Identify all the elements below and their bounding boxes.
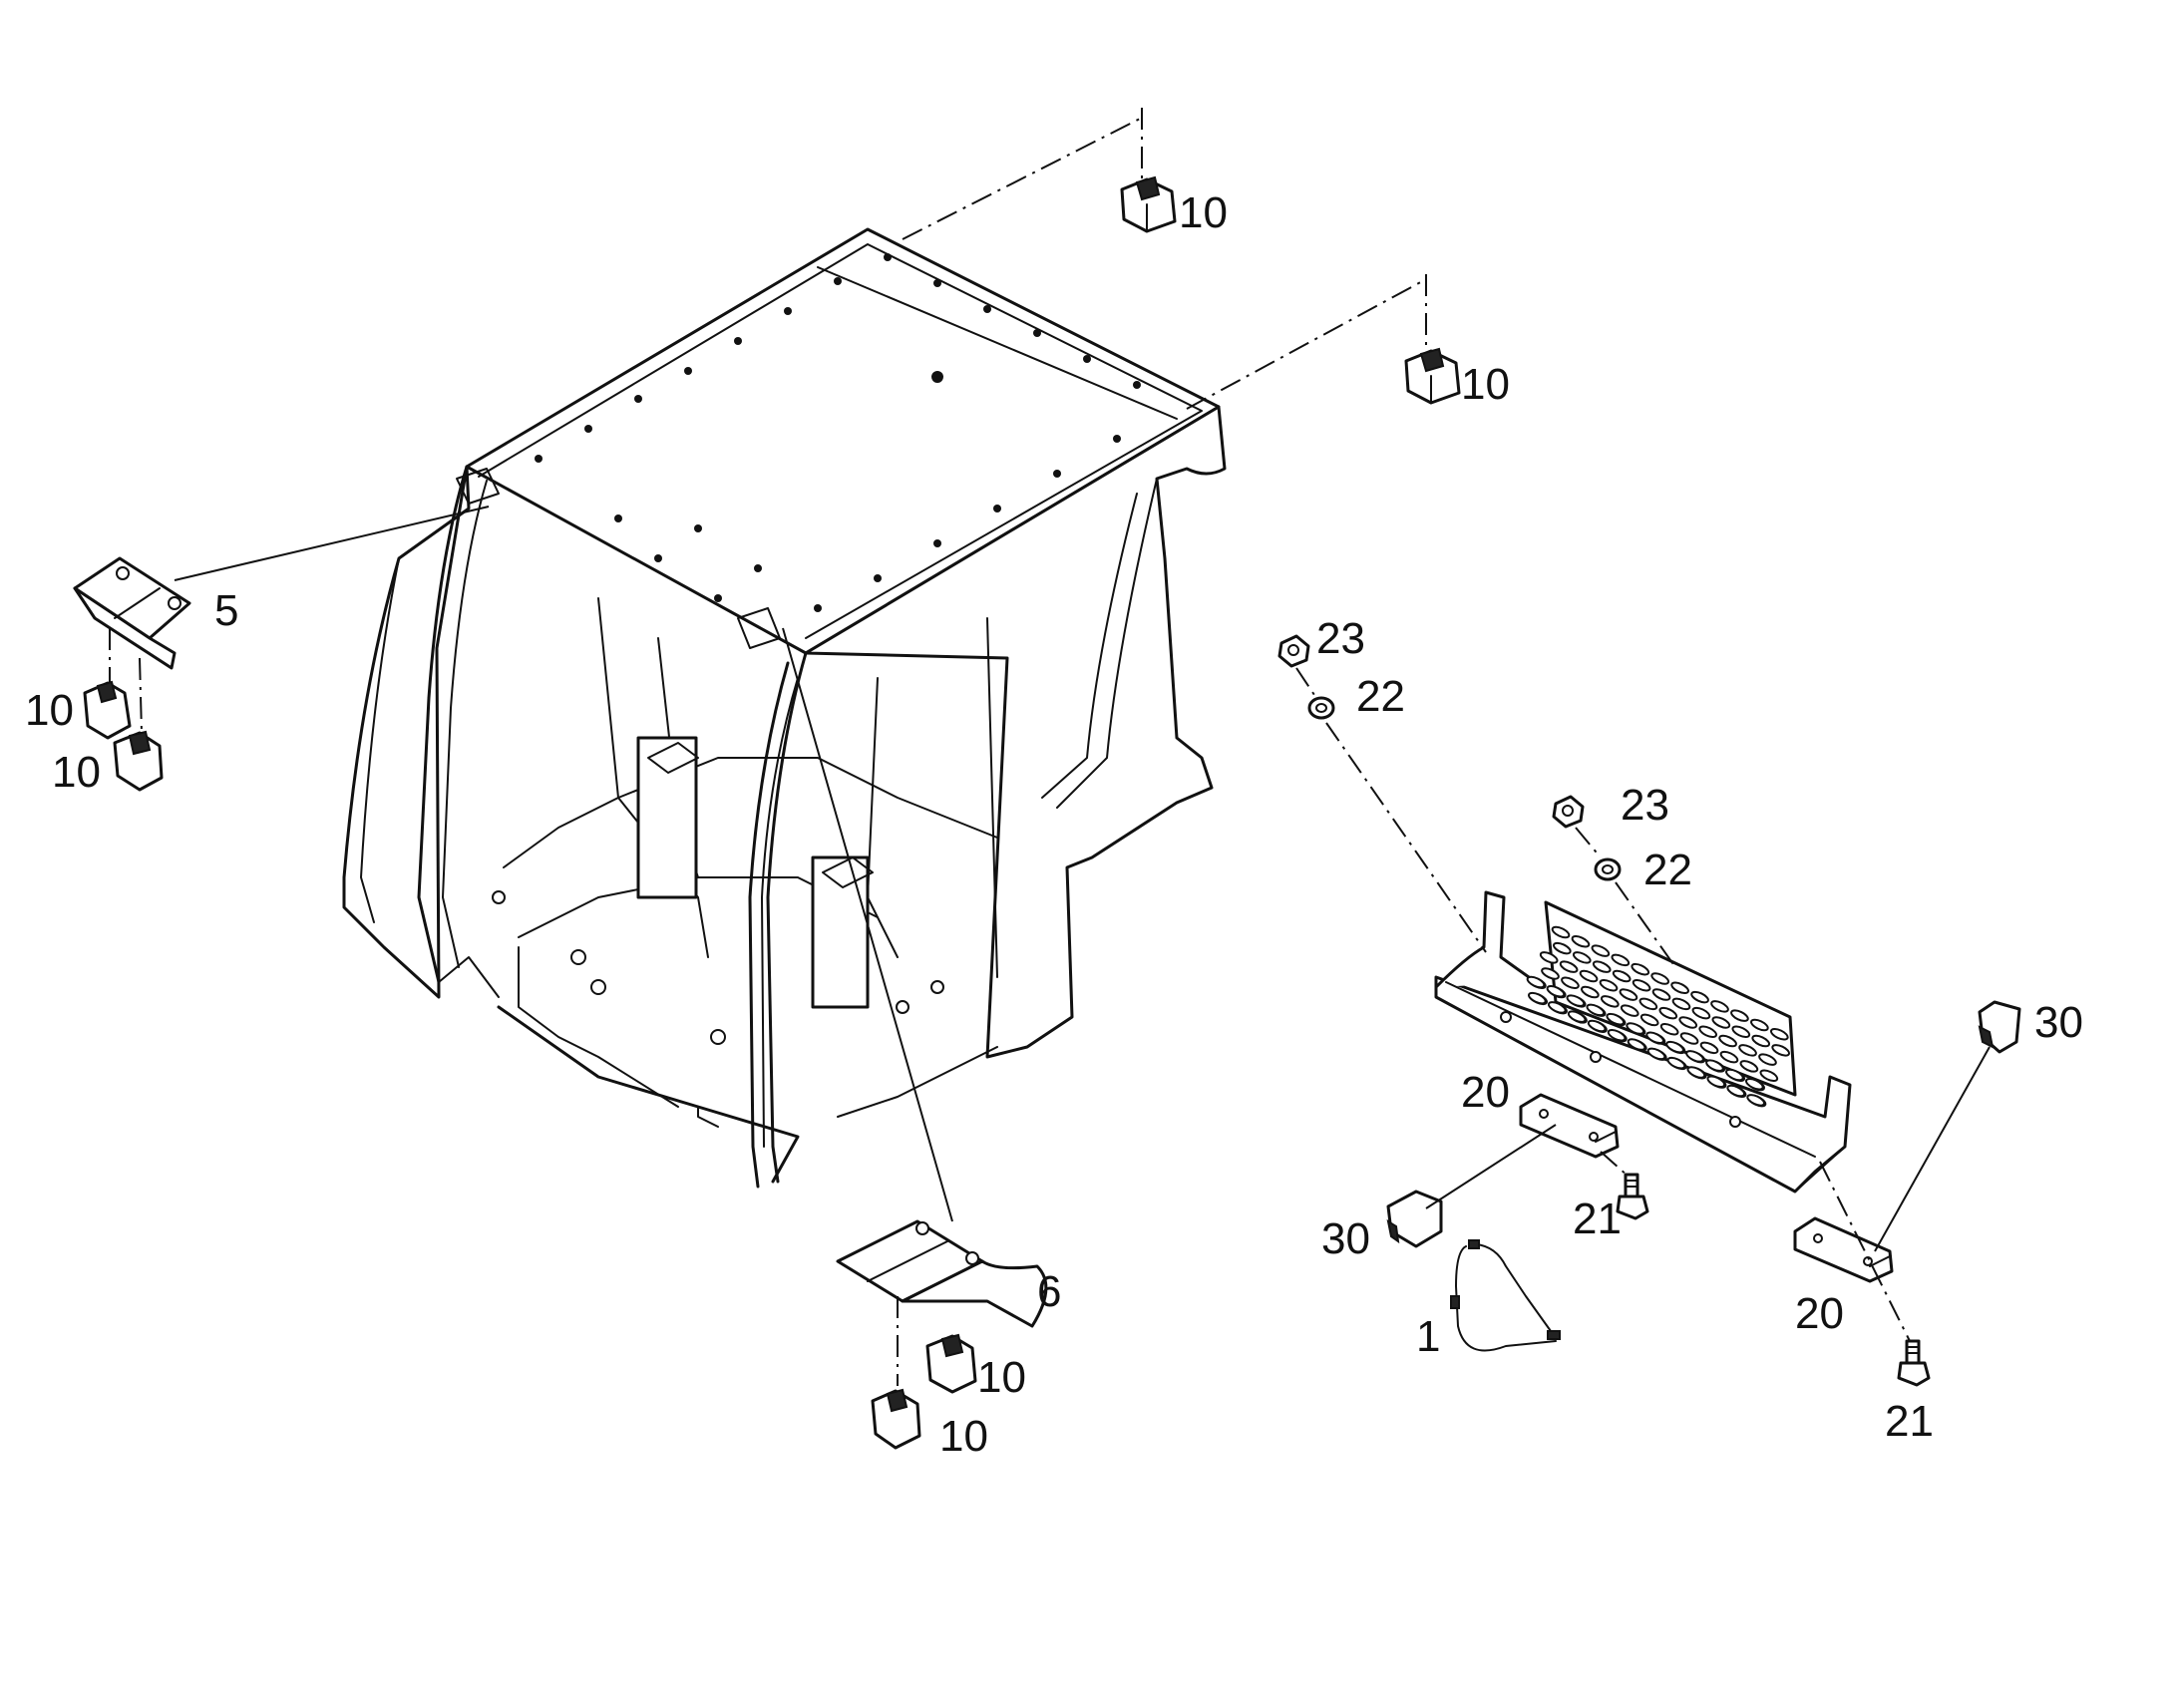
callout-21-a: 21 xyxy=(1573,1195,1622,1243)
isolator-bottom-2 xyxy=(871,1388,921,1450)
nut-23-b xyxy=(1552,795,1585,829)
isolator-bottom-1 xyxy=(925,1333,977,1394)
mount-bracket-5 xyxy=(73,506,490,670)
washer-22-b xyxy=(1594,857,1622,881)
isolator-top-2 xyxy=(1404,347,1461,405)
callout-10-left-2: 10 xyxy=(52,748,101,797)
isolator-left-1 xyxy=(83,680,132,740)
callout-10-top-2: 10 xyxy=(1461,360,1510,409)
callout-6: 6 xyxy=(1037,1267,1061,1316)
washer-22-a xyxy=(1307,696,1335,720)
callout-21-b: 21 xyxy=(1885,1397,1934,1446)
callout-5: 5 xyxy=(214,586,238,635)
mount-bracket-6 xyxy=(782,627,1048,1328)
callout-23-a: 23 xyxy=(1316,614,1365,663)
callout-10-top-1: 10 xyxy=(1179,188,1228,237)
callout-30-left: 30 xyxy=(1321,1214,1370,1263)
callout-22-b: 22 xyxy=(1643,846,1692,894)
callout-10-bottom-1: 10 xyxy=(977,1353,1026,1402)
bracket-20-a xyxy=(1519,1093,1620,1159)
step-grille-panel xyxy=(1434,890,1852,1194)
callout-10-bottom-2: 10 xyxy=(939,1412,988,1461)
isolator-left-2 xyxy=(113,730,164,792)
roof-bolt-holes xyxy=(535,253,1141,612)
callout-20-b: 20 xyxy=(1795,1289,1844,1338)
bolt-21-a xyxy=(1616,1173,1649,1220)
work-lamp-30-left xyxy=(1386,1124,1557,1248)
callout-22-a: 22 xyxy=(1356,672,1405,721)
grille-holes xyxy=(1525,925,1792,1110)
cab-frame xyxy=(342,227,1227,1189)
callout-1: 1 xyxy=(1416,1312,1440,1361)
callout-labels: 10 10 5 10 10 6 10 10 23 22 23 22 30 20 … xyxy=(25,188,2083,1461)
wiring-harness-1 xyxy=(1450,1239,1561,1352)
bracket-20-b xyxy=(1793,1216,1894,1283)
work-lamp-30-right xyxy=(1874,1000,2021,1252)
isolator-top-1 xyxy=(1120,175,1177,233)
nut-23-a xyxy=(1277,634,1310,668)
callout-23-b: 23 xyxy=(1621,781,1669,830)
callout-30-right: 30 xyxy=(2034,998,2083,1047)
bolt-21-b xyxy=(1897,1339,1931,1387)
callout-10-left-1: 10 xyxy=(25,686,74,735)
callout-20-a: 20 xyxy=(1461,1068,1510,1117)
